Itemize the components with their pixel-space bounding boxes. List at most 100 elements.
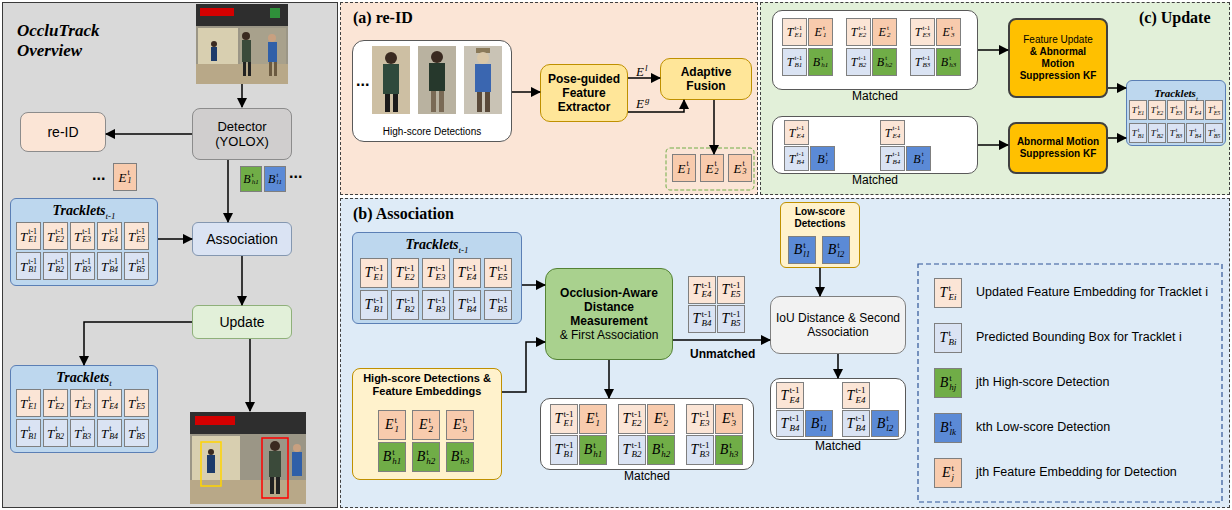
tile-scripts: t-1E4 — [892, 125, 900, 140]
box-text: Pose-guided Feature Extractor — [544, 72, 624, 114]
feature-tile: TtB1 — [16, 419, 41, 447]
legend-frame — [918, 264, 1222, 502]
tile-sup: t-1 — [892, 125, 900, 132]
tile-base: B — [794, 243, 803, 257]
tile-scripts: t1 — [686, 160, 690, 177]
tile-sub: 3 — [463, 425, 468, 434]
tile-sub: B3 — [82, 266, 91, 274]
tile-sup: t-1 — [28, 228, 37, 236]
tile-sub: E4 — [796, 133, 804, 140]
tile-sub: E3 — [922, 32, 930, 39]
tile-sub: E5 — [730, 290, 740, 299]
tile-scripts: t2 — [714, 160, 718, 177]
tile-sup: t-1 — [858, 55, 866, 62]
tile-scripts: t-1E1 — [28, 228, 37, 245]
tile-sup: t — [821, 55, 823, 62]
feature-tile: Tt-1E2 — [846, 18, 871, 46]
tile-sup: t-1 — [855, 386, 865, 395]
tile-sub: E2 — [858, 32, 866, 39]
tile-sub: B4 — [109, 433, 118, 441]
tile-scripts: tlk — [950, 419, 957, 438]
feature-tile: Tt-1E1 — [550, 404, 578, 434]
tile-sub: B5 — [497, 305, 507, 314]
group-caption: Matched — [771, 440, 905, 454]
tile-base: T — [847, 417, 855, 431]
tile-base: T — [789, 153, 796, 165]
tile-sup: t — [823, 25, 825, 32]
tile-sup: t — [460, 448, 463, 457]
tile-sub: B1 — [373, 305, 383, 314]
feature-tile: Tt-1E1 — [782, 18, 807, 46]
feature-tile: Tt-1B4 — [97, 252, 122, 280]
tile-base: E — [722, 412, 731, 426]
panel: (a) re-ID High-score Detections Pose-guide… — [340, 2, 758, 195]
free-label: E — [636, 96, 644, 111]
tile-sup: t — [28, 395, 30, 403]
tile-sub: B5 — [730, 319, 740, 328]
tile-scripts: tE1 — [1138, 104, 1145, 117]
feature-tile: Et3 — [446, 410, 474, 440]
tile-base: T — [940, 331, 948, 345]
tile-base: E — [943, 26, 950, 38]
process-box: IoU Distance & Second Association — [770, 296, 906, 354]
tile-scripts: tl — [826, 151, 828, 166]
flow-arrow — [628, 77, 660, 79]
process-box: Adaptive Fusion — [660, 58, 752, 100]
process-box: High-score Detections — [352, 40, 512, 142]
feature-tile: TtE1 — [16, 389, 41, 417]
flow-arrow — [978, 49, 1008, 51]
tile-sub: E1 — [28, 236, 37, 244]
feature-tile: Tt-1E3 — [910, 18, 935, 46]
tile-base: E — [419, 418, 428, 432]
tile-scripts: t-1E1 — [794, 25, 802, 40]
tile-base: T — [47, 427, 54, 440]
tile-scripts: t2 — [429, 416, 434, 435]
tile-sup: t — [1176, 127, 1178, 133]
tile-base: B — [451, 450, 460, 464]
tile-sup: t-1 — [435, 264, 445, 273]
legend-text: jth High-score Detection — [976, 375, 1216, 390]
group-caption-text: Matched — [541, 470, 753, 484]
tile-sup: t — [885, 55, 887, 62]
tile-scripts: t-1B4 — [109, 258, 118, 275]
tile-scripts: t-1B3 — [435, 296, 445, 315]
group-caption: Matched — [541, 470, 753, 484]
tile-sup: t-1 — [922, 25, 930, 32]
tile-scripts: t-1B4 — [892, 151, 900, 166]
matched-group: MatchedTt-1E4Tt-1E4Tt-1B4BtlTt-1B4Btl — [772, 116, 978, 174]
ellipsis-mark: ... — [92, 166, 105, 184]
flow-arrow — [106, 133, 192, 135]
tile-base: B — [940, 376, 949, 390]
band-title: Trackletst-1 — [11, 201, 157, 221]
tile-sub: B4 — [892, 159, 900, 166]
tile-base: T — [365, 298, 373, 312]
feature-tile: Bth1 — [378, 442, 406, 472]
tile-base: T — [1170, 106, 1175, 115]
flow-arrow — [978, 144, 1008, 146]
panel: (b) AssociationTrackletst-1Tt-1E1Tt-1E2T… — [340, 198, 1230, 508]
tile-sup: t-1 — [373, 296, 383, 305]
tile-sup: t-1 — [922, 55, 930, 62]
tile-sup: t-1 — [858, 25, 866, 32]
feature-tile: Tt-1E4 — [776, 382, 804, 409]
tile-base: T — [847, 389, 855, 403]
tile-sub: l1 — [803, 250, 810, 259]
tile-sub: E1 — [794, 32, 802, 39]
tile-sup: t — [886, 414, 889, 423]
free-label: ... — [92, 166, 105, 183]
panel: (c) UpdateMatchedTt-1E1Et1Tt-1E2Et2Tt-1E… — [760, 2, 1230, 195]
box-text: Association — [196, 231, 288, 248]
tile-scripts: tBi — [948, 329, 956, 348]
group-caption: Matched — [773, 174, 977, 188]
person-crops — [372, 46, 502, 114]
tile-scripts: t-1B2 — [404, 296, 414, 315]
panel-title-holder: (a) re-ID — [353, 9, 553, 27]
tile-sub: h2 — [426, 457, 435, 466]
tile-sup: t — [109, 395, 111, 403]
box-text: IoU Distance & Second Association — [774, 311, 902, 339]
tile-sup: t-1 — [699, 441, 709, 450]
tile-base: T — [623, 412, 631, 426]
tile-sup: t-1 — [563, 410, 573, 419]
tile-sup: t-1 — [109, 258, 118, 266]
tile-sub: B2 — [55, 433, 64, 441]
